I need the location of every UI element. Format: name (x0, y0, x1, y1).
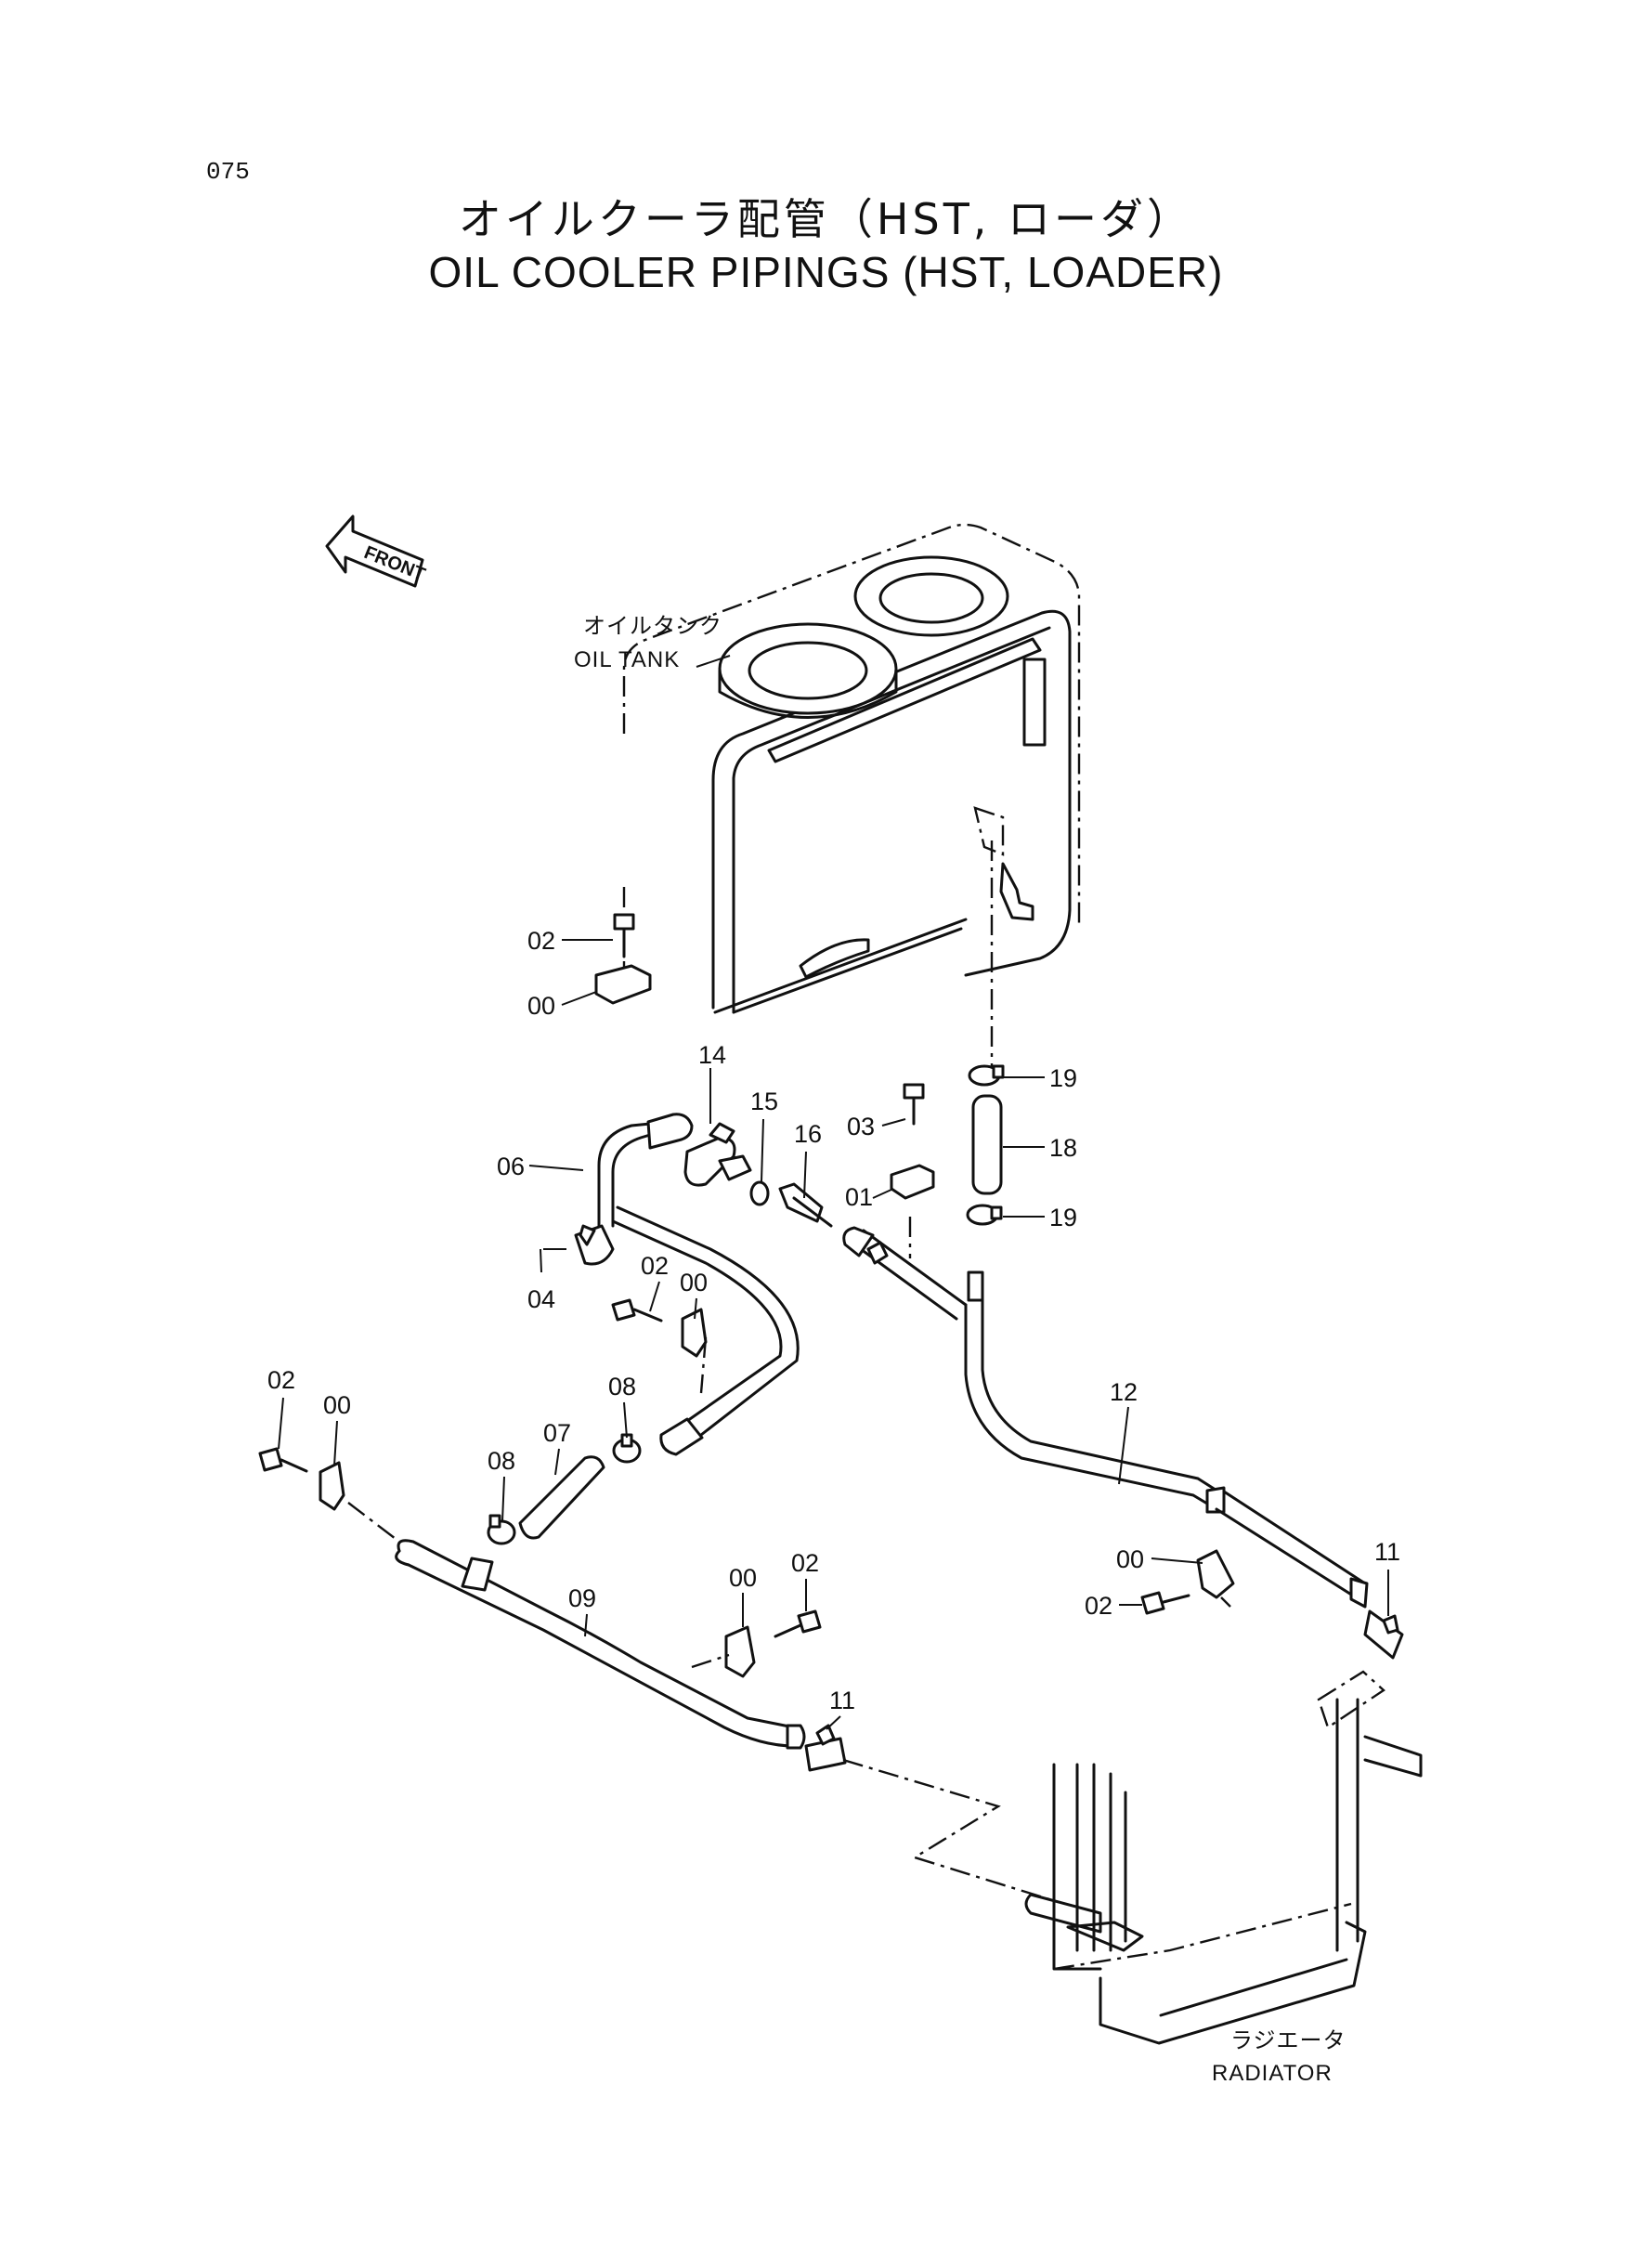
hose-18 (971, 1094, 1003, 1195)
plug-16 (778, 1182, 833, 1228)
callout-00-clip: 00 (527, 992, 555, 1020)
callout-01-clip: 01 (845, 1183, 873, 1211)
pipe-12 (842, 1226, 1369, 1609)
clamp-11-b (1363, 1609, 1404, 1660)
hose-07 (518, 1455, 605, 1540)
clamp-19-b (966, 1204, 1003, 1226)
callout-07-hose: 07 (543, 1419, 571, 1447)
bolt-02-a (613, 913, 635, 958)
clamp-08-b (612, 1433, 642, 1464)
title-english: OIL COOLER PIPINGS (HST, LOADER) (428, 248, 1224, 296)
tee-fitting-14 (683, 1122, 752, 1187)
oil-tank-label-en: OIL TANK (574, 647, 680, 672)
callout-18-hose: 18 (1049, 1134, 1077, 1162)
callout-14-tee: 14 (698, 1041, 726, 1069)
title-japanese: オイルクーラ配管（HST, ローダ） (458, 194, 1194, 244)
clip-00-e (1196, 1549, 1235, 1599)
bolt-02-b (611, 1298, 663, 1322)
callout-00-clip: 00 (1116, 1545, 1144, 1573)
callout-06-pipe: 06 (497, 1153, 525, 1180)
bolt-02-d (774, 1609, 822, 1638)
callout-02-bolt: 02 (791, 1549, 819, 1577)
callout-11-clamp: 11 (829, 1687, 855, 1714)
bolt-02-c (258, 1447, 308, 1473)
radiator-label-en: RADIATOR (1212, 2061, 1333, 2086)
clip-00-b (681, 1308, 708, 1358)
clip-01 (890, 1164, 935, 1200)
callout-11-clamp: 11 (1374, 1538, 1400, 1566)
clip-00-a (594, 964, 652, 1005)
radiator: ラジエータ RADIATOR (1024, 1670, 1423, 2086)
callout-00-clip: 00 (323, 1391, 351, 1419)
callout-16-plug: 16 (794, 1120, 822, 1148)
oil-tank-label-jp: オイルタンク (583, 614, 722, 639)
bolt-03 (903, 1083, 925, 1126)
callout-02-bolt: 02 (641, 1252, 669, 1280)
callout-00-clip: 00 (680, 1269, 708, 1296)
callout-00-clip: 00 (729, 1564, 757, 1592)
clamp-08-a (487, 1514, 516, 1545)
callout-08-clamp: 08 (488, 1447, 515, 1475)
callout-08-clamp: 08 (608, 1373, 636, 1401)
callout-02-bolt: 02 (267, 1366, 295, 1394)
pipe-09 (395, 1539, 806, 1750)
callout-02-bolt: 02 (1085, 1592, 1112, 1620)
clip-00-c (319, 1461, 345, 1511)
radiator-label-jp: ラジエータ (1230, 2028, 1346, 2053)
clamp-11-a (804, 1724, 847, 1772)
clip-00-d (724, 1625, 756, 1678)
washer-15 (749, 1180, 770, 1206)
callout-12-pipe: 12 (1110, 1378, 1138, 1406)
callout-03-bolt: 03 (847, 1113, 875, 1140)
clamp-19-a (968, 1064, 1005, 1087)
callout-19-clamp-lower: 19 (1049, 1204, 1077, 1231)
callout-09-pipe: 09 (568, 1584, 596, 1612)
oil-tank: オイルタンク OIL TANK (574, 523, 1081, 1068)
pipe-06 (574, 1113, 800, 1456)
callout-04-oring: 04 (527, 1285, 555, 1313)
callout-15-washer: 15 (750, 1088, 778, 1115)
callout-19-clamp-upper: 19 (1049, 1064, 1077, 1092)
callout-02-bolt: 02 (527, 927, 555, 955)
page-number: 075 (206, 158, 250, 186)
front-arrow-icon: FRONT (325, 515, 428, 588)
bolt-02-e (1140, 1591, 1190, 1615)
